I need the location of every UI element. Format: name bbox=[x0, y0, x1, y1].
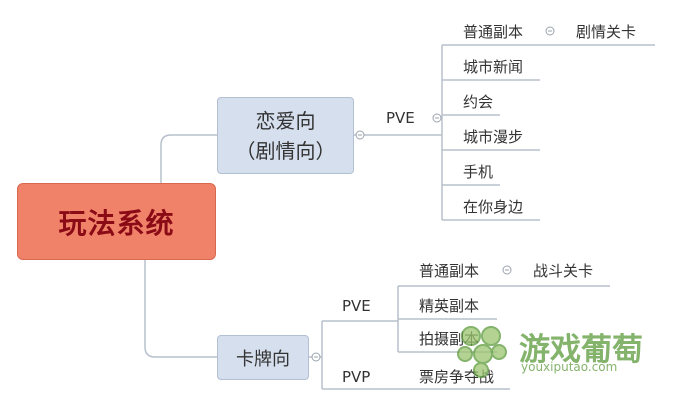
grape-logo-icon bbox=[457, 326, 507, 378]
romance-pve-child-node[interactable]: 普通副本 bbox=[463, 23, 524, 41]
card-pvp-node[interactable]: PVP bbox=[342, 368, 371, 386]
card-pve-child-node[interactable]: 普通副本 bbox=[419, 262, 480, 280]
romance-pve-child-node[interactable]: 手机 bbox=[463, 163, 494, 181]
romance-pve-grandchild-node[interactable]: 剧情关卡 bbox=[576, 23, 637, 41]
root-label: 玩法系统 bbox=[58, 206, 175, 240]
root-node[interactable]: 玩法系统 bbox=[17, 183, 216, 260]
romance-pve-child-node[interactable]: 城市新闻 bbox=[463, 58, 524, 76]
card-label: 卡牌向 bbox=[236, 348, 290, 370]
romance-label-line1: 恋爱向 bbox=[255, 108, 316, 133]
card-pve-child-node[interactable]: 精英副本 bbox=[419, 297, 480, 315]
romance-branch-node[interactable]: 恋爱向 （剧情向） bbox=[217, 97, 354, 174]
card-pve-grandchild-node[interactable]: 战斗关卡 bbox=[533, 262, 594, 280]
watermark-url: youxiputao.com bbox=[521, 360, 618, 374]
romance-label-line2: （剧情向） bbox=[235, 138, 336, 163]
watermark: 游戏葡萄 youxiputao.com bbox=[447, 318, 662, 384]
romance-pve-child-node[interactable]: 在你身边 bbox=[463, 198, 524, 216]
romance-pve-child-node[interactable]: 城市漫步 bbox=[463, 128, 524, 146]
card-branch-node[interactable]: 卡牌向 bbox=[217, 335, 309, 380]
romance-pve-child-node[interactable]: 约会 bbox=[463, 93, 494, 111]
romance-pve-node[interactable]: PVE bbox=[386, 109, 415, 127]
card-pve-node[interactable]: PVE bbox=[342, 297, 371, 315]
watermark-text: 游戏葡萄 bbox=[519, 332, 643, 368]
